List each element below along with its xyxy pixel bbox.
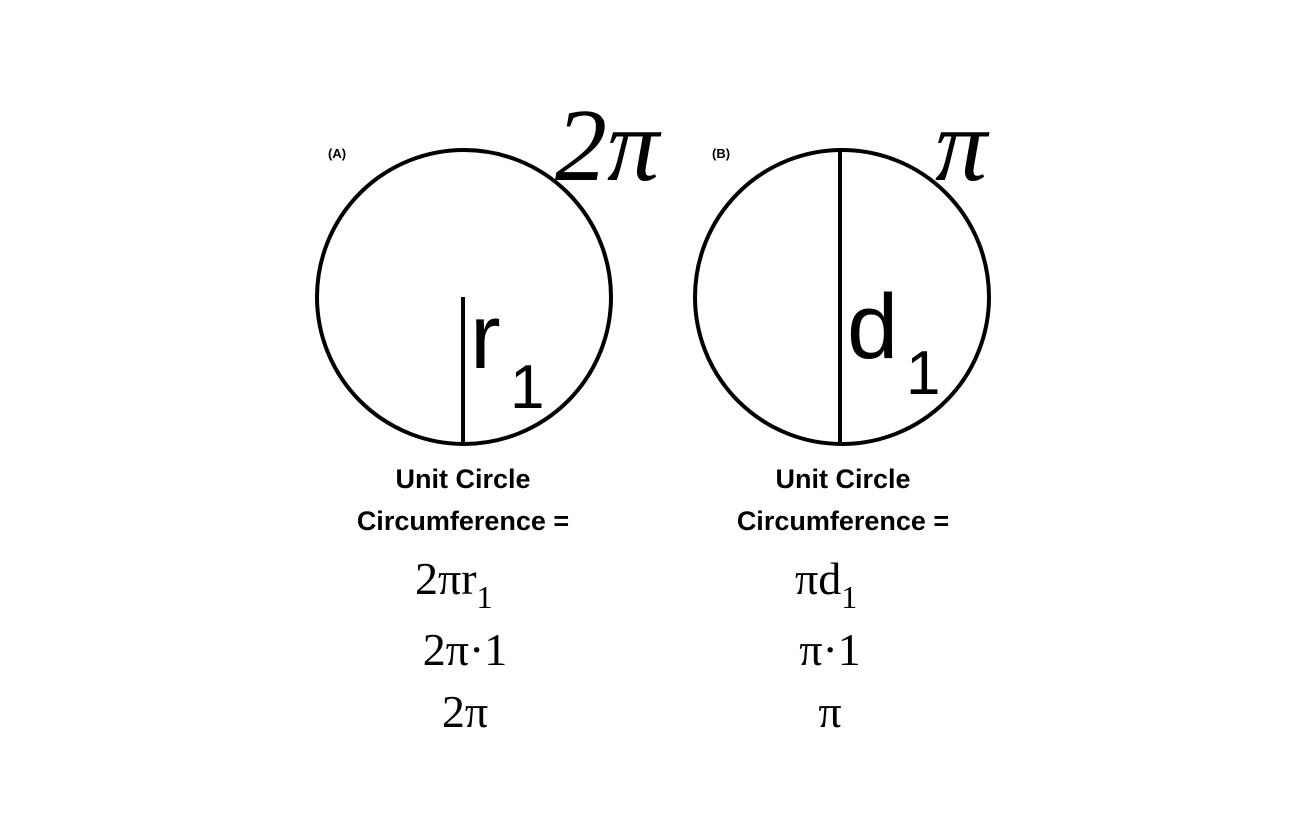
panel-b-label: (B) [712, 146, 730, 161]
formula-b-step1-sub: 1 [841, 579, 857, 615]
circumference-pi-label: π [935, 88, 990, 203]
formula-b-step2: π·1 [799, 624, 861, 675]
caption-a-line2: Circumference = [357, 506, 569, 536]
caption-a-line1: Unit Circle [395, 464, 530, 494]
panel-a-label: (A) [328, 146, 346, 161]
diameter-symbol: d [847, 276, 898, 378]
formula-a-step1-main: 2πr [415, 553, 477, 604]
radius-subscript: 1 [510, 353, 544, 422]
caption-b-line1: Unit Circle [775, 464, 910, 494]
radius-symbol: r [470, 286, 501, 388]
panel-a: (A) 2π r 1 Unit Circle Circumference = 2… [315, 88, 662, 737]
circumference-2pi-label: 2π [555, 88, 662, 203]
formula-a-step1-sub: 1 [477, 579, 493, 615]
formula-a-step3: 2π [442, 686, 488, 737]
formula-a-step2: 2π·1 [423, 624, 508, 675]
panel-b: (B) π d 1 Unit Circle Circumference = πd… [693, 88, 991, 737]
caption-b-line2: Circumference = [737, 506, 949, 536]
formula-b-step1-main: πd [795, 553, 841, 604]
formula-b-step1: πd1 [795, 553, 857, 615]
diameter-subscript: 1 [906, 339, 940, 408]
formula-b-step3: π [818, 686, 841, 737]
formula-a-step1: 2πr1 [415, 553, 493, 615]
